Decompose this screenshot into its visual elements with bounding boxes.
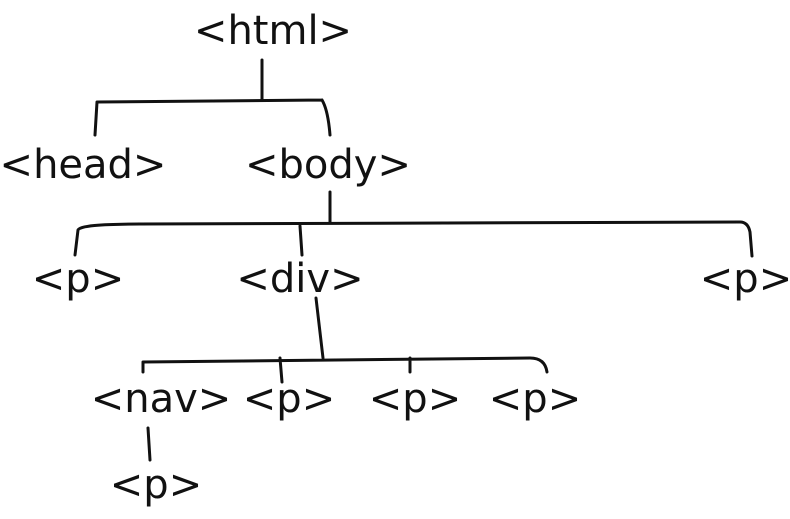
node-p: <p> <box>700 256 790 302</box>
node-head: <head> <box>0 142 166 188</box>
node-div: <div> <box>236 256 363 302</box>
edge-nav-child <box>146 426 152 462</box>
node-p: <p> <box>32 256 124 302</box>
node-nav: <nav> <box>91 376 232 422</box>
node-html: <html> <box>194 8 352 54</box>
node-p: <p> <box>243 376 335 422</box>
node-p: <p> <box>110 462 202 508</box>
edges <box>73 58 754 462</box>
edge-body-children <box>73 190 754 258</box>
edge-html-children <box>93 58 332 137</box>
node-p: <p> <box>369 376 461 422</box>
edge-div-children <box>141 296 549 384</box>
node-body: <body> <box>245 142 411 188</box>
node-p: <p> <box>489 376 581 422</box>
